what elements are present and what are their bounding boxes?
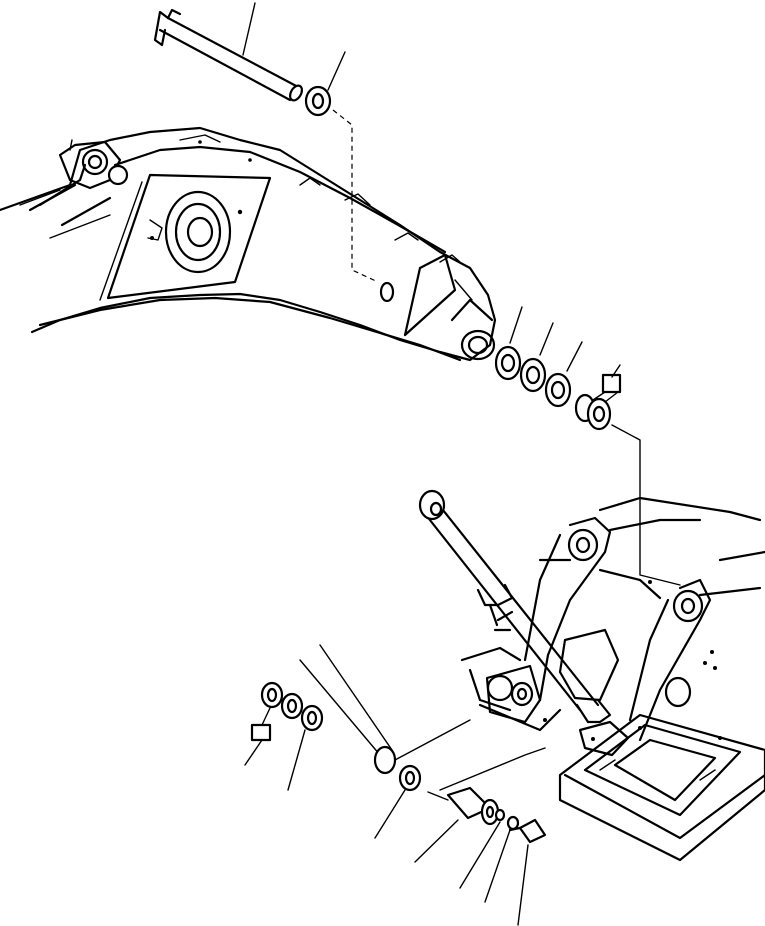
rod-end-pin bbox=[373, 745, 397, 775]
pin-washer bbox=[304, 85, 332, 117]
boom bbox=[0, 126, 497, 362]
boom-foot-pin bbox=[153, 8, 303, 102]
revolving-frame bbox=[460, 496, 765, 757]
boom-cylinder bbox=[418, 489, 612, 724]
shim-row bbox=[494, 345, 612, 431]
cylinder-pin bbox=[446, 786, 500, 826]
counterweight-block bbox=[558, 713, 765, 862]
left-washer-set bbox=[260, 681, 324, 732]
